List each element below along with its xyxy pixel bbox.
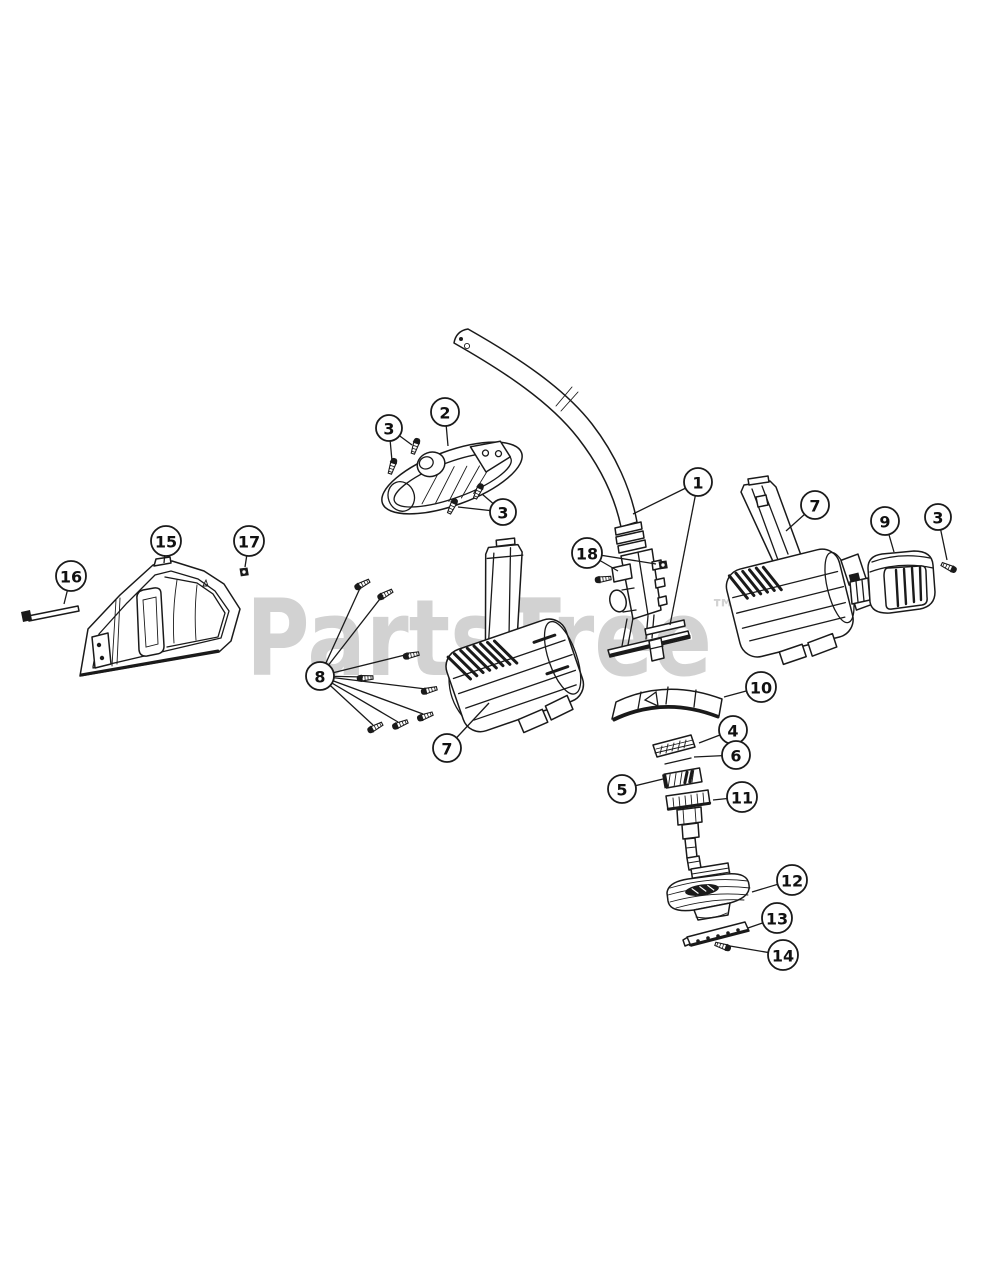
callout-10-deflector-cover[interactable]: 10: [723, 671, 777, 703]
callout-16-bolt[interactable]: 16: [55, 560, 87, 605]
callout-number: 8: [314, 668, 325, 687]
callout-number: 7: [809, 497, 820, 516]
callout-circle[interactable]: [721, 740, 751, 770]
callout-5-spring[interactable]: 5: [607, 774, 664, 804]
callout-leader-line: [319, 594, 384, 677]
callout-number: 13: [766, 910, 788, 929]
callout-4-roller[interactable]: 4: [698, 715, 748, 745]
callout-15-guard-shield[interactable]: 15: [150, 525, 182, 564]
screw-icon: [713, 939, 733, 953]
callout-circle[interactable]: [776, 864, 808, 896]
guard-shield-part: [79, 556, 241, 677]
callout-circle[interactable]: [726, 781, 758, 813]
callout-number: 1: [692, 474, 703, 493]
callout-leader-line: [319, 653, 410, 677]
motor-end-cap-part: [849, 550, 936, 614]
callout-17-nut[interactable]: 17: [233, 525, 265, 568]
callout-number: 7: [441, 740, 452, 759]
callout-leader-line: [319, 675, 424, 715]
callout-number: 2: [439, 404, 450, 423]
callout-7-motor-housing-left[interactable]: 7: [432, 702, 490, 763]
callout-number: 17: [238, 533, 260, 552]
callout-number: 10: [750, 679, 772, 698]
nut-icon: [658, 560, 668, 570]
guard-bolt-part: [21, 605, 80, 622]
shaft-tube-part: [453, 328, 647, 554]
callout-number: 3: [383, 420, 394, 439]
callout-number: 6: [730, 747, 741, 766]
shaft-clamp-part: [593, 548, 691, 662]
callout-number: 11: [731, 789, 753, 808]
callout-number: 18: [576, 545, 598, 564]
callout-number: 16: [60, 568, 82, 587]
callout-circle[interactable]: [683, 467, 713, 497]
callout-circle[interactable]: [745, 671, 777, 703]
spool-hub-part: [665, 789, 712, 871]
callout-circle[interactable]: [571, 537, 603, 569]
callout-leader-line: [319, 675, 399, 723]
roller-part: [652, 734, 696, 758]
callout-6-pin[interactable]: 6: [693, 740, 751, 770]
callout-circle[interactable]: [800, 490, 830, 520]
callout-circle[interactable]: [761, 902, 793, 934]
screw-icon: [408, 436, 422, 456]
callout-8-housing-screws[interactable]: 8: [305, 585, 427, 726]
callout-11-spool-hub[interactable]: 11: [712, 781, 758, 813]
callout-circle[interactable]: [924, 503, 952, 531]
callout-14-screw[interactable]: 14: [729, 939, 799, 971]
callout-circle[interactable]: [55, 560, 87, 592]
callout-circle[interactable]: [305, 661, 335, 691]
handle-assembly-part: [381, 440, 523, 515]
deflector-cover-part: [611, 686, 723, 722]
callout-number: 14: [772, 947, 794, 966]
callout-9-motor-end-cap[interactable]: 9: [870, 506, 900, 553]
callout-circle[interactable]: [870, 506, 900, 536]
nut-icon: [239, 567, 249, 577]
callout-3-screw[interactable]: 3: [375, 414, 413, 462]
callout-2-handle-assembly[interactable]: 2: [430, 397, 460, 447]
callout-circle[interactable]: [489, 498, 517, 526]
callout-leader-line: [669, 481, 699, 626]
screw-icon: [939, 560, 959, 575]
callout-number: 5: [616, 781, 627, 800]
callout-7-motor-housing-right[interactable]: 7: [785, 490, 830, 532]
callout-18-clamp-hardware[interactable]: 18: [571, 537, 657, 572]
callout-circle[interactable]: [767, 939, 799, 971]
callout-3-screw[interactable]: 3: [457, 493, 517, 526]
callout-number: 12: [781, 872, 803, 891]
spool-head-part: [666, 862, 751, 921]
motor-housing-left-part: [445, 537, 585, 734]
screw-icon: [365, 719, 385, 736]
callout-13-retainer-plate[interactable]: 13: [747, 902, 793, 934]
retainer-plate-part: [682, 921, 750, 947]
callout-number: 4: [727, 722, 738, 741]
callout-leader-line: [319, 675, 427, 690]
callout-leader-line: [319, 585, 362, 677]
callout-number: 15: [155, 533, 177, 552]
callout-number: 9: [879, 513, 890, 532]
callout-number: 3: [932, 509, 943, 528]
callout-circle[interactable]: [375, 414, 403, 442]
callout-circle[interactable]: [432, 733, 462, 763]
callout-3-screw[interactable]: 3: [924, 503, 952, 561]
callout-circle[interactable]: [607, 774, 637, 804]
callout-1-shaft-tube[interactable]: 1: [632, 467, 713, 626]
spring-part: [662, 767, 703, 789]
callout-circle[interactable]: [430, 397, 460, 427]
callout-circle[interactable]: [233, 525, 265, 557]
pin-part: [664, 757, 692, 765]
callout-number: 3: [497, 504, 508, 523]
motor-housing-right-part: [725, 475, 875, 666]
callout-circle[interactable]: [150, 525, 182, 557]
callout-12-spool-head[interactable]: 12: [751, 864, 808, 896]
